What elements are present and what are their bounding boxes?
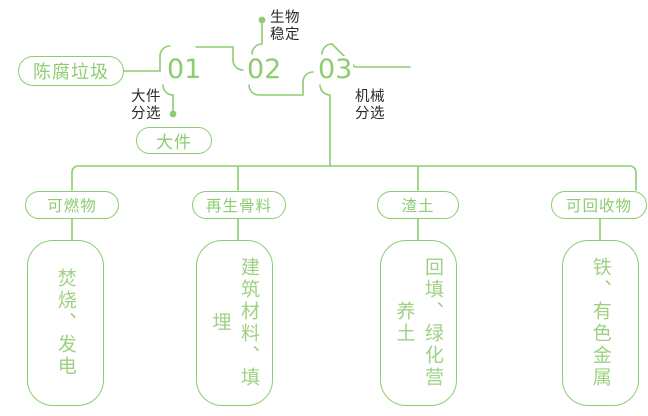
node-output-pill-combustible-label: 可燃物 xyxy=(47,197,97,215)
node-output-pill-aggregate-label: 再生骨料 xyxy=(205,197,272,215)
wire-01-to-02-rail xyxy=(195,46,234,61)
node-output-pill-recyclable[interactable]: 可回收物 xyxy=(551,191,647,219)
node-dot-bulky xyxy=(169,110,177,118)
node-output-detail-aggregate-text: 建筑材料、填埋 xyxy=(209,257,261,389)
wire-arc-02-left xyxy=(232,59,244,71)
node-output-detail-recyclable-text: 铁、有色金属 xyxy=(589,257,612,389)
annotation-bio-stabilization: 生物 稳定 xyxy=(270,10,300,44)
wire-arc-03-left xyxy=(302,71,314,83)
wire-arc-03-top xyxy=(321,43,333,55)
stage-number-03[interactable]: 03 xyxy=(317,54,354,85)
node-source-waste[interactable]: 陈腐垃圾 xyxy=(18,56,124,86)
stage-number-02-text: 02 xyxy=(247,54,282,85)
wire-arc-02-top xyxy=(251,43,263,55)
node-output-pill-recyclable-label: 可回收物 xyxy=(565,197,632,215)
wire-arc-01-bottom xyxy=(162,84,174,96)
node-output-detail-combustible-text: 焚烧、发电 xyxy=(54,268,77,378)
node-output-pill-slag-label: 渣土 xyxy=(401,197,435,215)
node-output-pill-slag[interactable]: 渣土 xyxy=(377,191,459,219)
node-output-pill-combustible[interactable]: 可燃物 xyxy=(25,191,119,219)
stage-number-01[interactable]: 01 xyxy=(166,54,203,85)
wire-arc-01-top xyxy=(159,45,171,57)
node-dot-bio xyxy=(258,16,266,24)
node-bulky-output[interactable]: 大件 xyxy=(136,127,212,154)
node-bulky-output-label: 大件 xyxy=(156,133,192,153)
node-output-detail-slag-text: 回填、绿化营养土 xyxy=(393,257,445,389)
annotation-bio-stabilization-line2: 稳定 xyxy=(270,27,300,44)
annotation-mechanical-sorting-line2: 分选 xyxy=(355,106,385,123)
annotation-bulky-sorting-line2: 分选 xyxy=(131,106,161,123)
annotation-bulky-sorting: 大件 分选 xyxy=(131,89,161,123)
wire-03-top-exit xyxy=(331,43,411,68)
wire-distribution-bar xyxy=(71,165,637,181)
stage-number-03-text: 03 xyxy=(318,54,353,85)
node-output-detail-slag[interactable]: 回填、绿化营养土 xyxy=(380,240,457,406)
node-source-waste-label: 陈腐垃圾 xyxy=(33,62,109,83)
stage-number-02[interactable]: 02 xyxy=(246,54,283,85)
wire-source-to-01 xyxy=(123,55,161,72)
annotation-bio-stabilization-line1: 生物 xyxy=(270,10,300,26)
node-output-pill-aggregate[interactable]: 再生骨料 xyxy=(192,191,286,219)
node-output-detail-combustible[interactable]: 焚烧、发电 xyxy=(27,240,104,406)
wire-arc-03-bottom xyxy=(319,84,331,96)
wire-arc-02-bottom xyxy=(248,84,260,96)
wire-02-to-03-rail xyxy=(258,81,304,96)
stage-number-01-text: 01 xyxy=(167,54,202,85)
annotation-mechanical-sorting: 机械 分选 xyxy=(355,89,385,123)
node-output-detail-recyclable[interactable]: 铁、有色金属 xyxy=(562,240,639,406)
node-output-detail-aggregate[interactable]: 建筑材料、填埋 xyxy=(196,240,273,406)
annotation-bulky-sorting-line1: 大件 xyxy=(131,89,161,105)
annotation-mechanical-sorting-line1: 机械 xyxy=(355,89,385,105)
